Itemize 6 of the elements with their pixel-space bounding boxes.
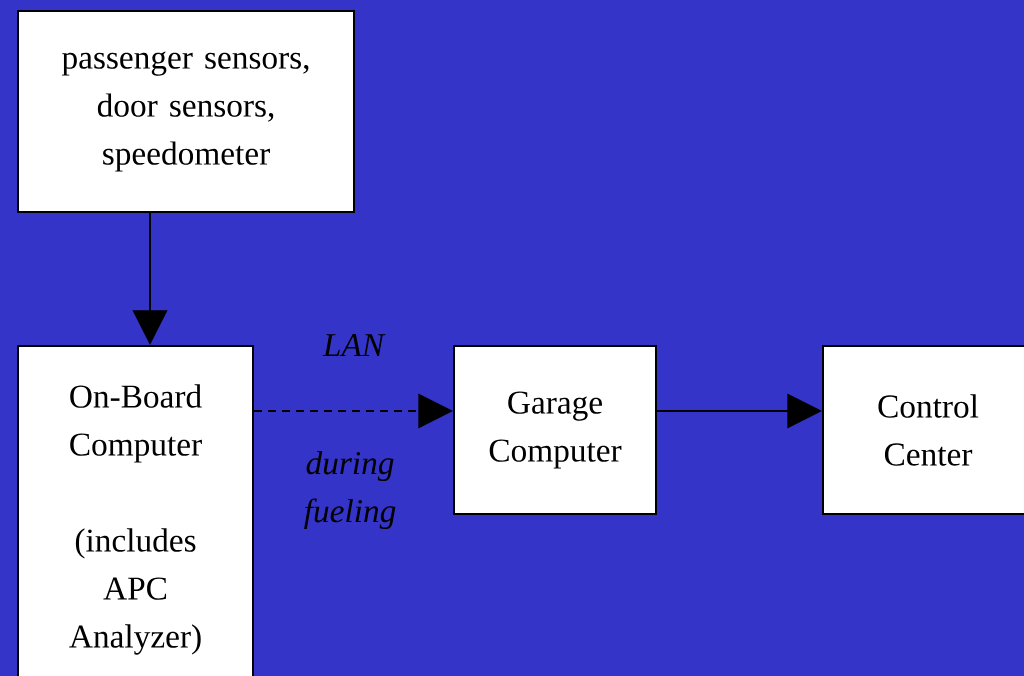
process-box: Control Center bbox=[822, 345, 1024, 515]
process-box: On-Board Computer (includes APC Analyzer) bbox=[17, 345, 254, 676]
process-box: passenger sensors, door sensors, speedometer bbox=[17, 10, 355, 213]
edge-label: LAN bbox=[322, 334, 386, 356]
process-box: Garage Computer bbox=[453, 345, 657, 515]
note-text: during fueling bbox=[304, 450, 396, 530]
